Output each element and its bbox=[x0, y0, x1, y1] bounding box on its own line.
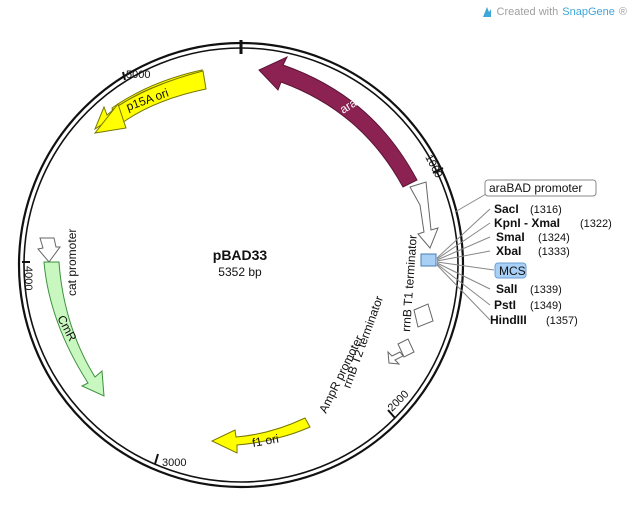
arabad-promoter-label: araBAD promoter bbox=[489, 181, 582, 195]
mcs-feature-box bbox=[420, 253, 437, 267]
site-smaI-name: SmaI bbox=[496, 230, 525, 244]
snapgene-watermark: Created with SnapGene® bbox=[481, 4, 627, 20]
tick-4000-label: 4000 bbox=[22, 266, 34, 290]
site-sacI-name: SacI bbox=[494, 202, 519, 216]
arac-feature-arrow bbox=[258, 55, 418, 188]
f1-ori-feature-arrow bbox=[210, 417, 311, 454]
snapgene-logo-icon bbox=[482, 7, 491, 17]
mcs-label: MCS bbox=[499, 264, 526, 278]
cmr-feature-arrow bbox=[43, 261, 105, 397]
tick-3000-mark bbox=[154, 453, 159, 465]
site-kpnI-xmaI-pos: (1322) bbox=[580, 218, 612, 230]
watermark-prefix: Created with bbox=[496, 6, 559, 18]
site-salI-name: SalI bbox=[496, 282, 517, 296]
site-smaI-pos: (1324) bbox=[538, 232, 570, 244]
tick-1000-label: 1000 bbox=[422, 153, 444, 180]
f1-ori-label: f1 ori bbox=[251, 432, 280, 450]
tick-3000-label: 3000 bbox=[162, 457, 186, 469]
site-hindIII-pos: (1357) bbox=[546, 315, 578, 327]
rrnb-t2-terminator-box bbox=[397, 338, 415, 358]
site-pstI-name: PstI bbox=[494, 298, 516, 312]
rrnb-t1-terminator-box bbox=[413, 303, 434, 328]
arabad-promoter-arrow bbox=[409, 181, 439, 249]
tick-2000-mark bbox=[387, 409, 396, 419]
plasmid-size: 5352 bp bbox=[218, 265, 262, 279]
rrnb-t1-terminator-label: rrnB T1 terminator bbox=[399, 234, 420, 332]
tick-1000-mark bbox=[432, 167, 444, 174]
arabad-promoter-callout-box bbox=[484, 179, 597, 197]
ampr-promoter-arrow bbox=[387, 350, 404, 365]
tick-5000-mark bbox=[122, 71, 126, 81]
p15a-ori-arrowhead-icon bbox=[93, 102, 127, 134]
site-xbaI-pos: (1333) bbox=[538, 246, 570, 258]
site-leader-lines bbox=[436, 208, 495, 321]
watermark-suffix: ® bbox=[618, 6, 627, 18]
site-hindIII-name: HindIII bbox=[490, 313, 527, 327]
site-salI-pos: (1339) bbox=[530, 284, 562, 296]
site-kpnI-xmaI-name: KpnI - XmaI bbox=[494, 216, 560, 230]
site-pstI-pos: (1349) bbox=[530, 300, 562, 312]
tick-5000-label: 5000 bbox=[126, 69, 150, 81]
watermark-brand: SnapGene bbox=[562, 6, 615, 18]
mcs-callout-box bbox=[494, 262, 527, 279]
site-sacI-pos: (1316) bbox=[530, 204, 562, 216]
cat-promoter-arrow bbox=[37, 237, 61, 263]
cat-promoter-label: cat promoter bbox=[65, 229, 79, 296]
site-xbaI-name: XbaI bbox=[496, 244, 521, 258]
arabad-promoter-leader bbox=[454, 193, 487, 213]
plasmid-name: pBAD33 bbox=[213, 247, 268, 263]
